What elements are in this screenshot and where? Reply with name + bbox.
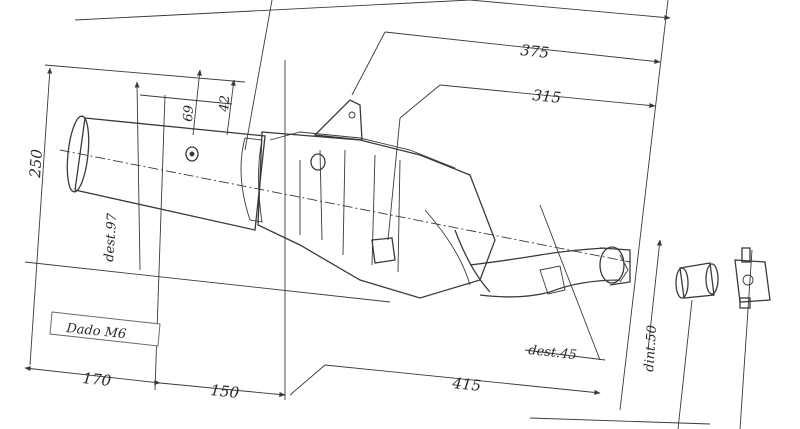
dado-label-text: Dado M6 <box>65 321 127 342</box>
dim-42: 42 <box>217 95 233 114</box>
gasket-sleeve <box>675 262 719 299</box>
catalyst-section <box>257 99 496 299</box>
dim-dest97: dest.97 <box>102 212 120 262</box>
inlet-pipe <box>469 246 631 298</box>
dim-170: 170 <box>82 369 113 390</box>
frame-edge <box>529 417 711 425</box>
dado-label-box <box>49 311 161 347</box>
dimension-lines <box>24 0 753 429</box>
muffler-canister <box>59 115 631 263</box>
dim-dest45: dest.45 <box>528 343 578 363</box>
dim-375: 375 <box>520 41 550 62</box>
pipe-clamp <box>734 247 771 309</box>
dim-150: 150 <box>210 381 241 402</box>
dim-dint50: dint.50 <box>642 325 660 373</box>
dimension-labels: 375 315 250 69 42 dest.97 170 150 415 de… <box>26 41 660 402</box>
dim-315: 315 <box>532 86 562 107</box>
dim-69: 69 <box>181 105 197 123</box>
dim-250: 250 <box>26 148 46 179</box>
dim-415: 415 <box>451 374 482 395</box>
